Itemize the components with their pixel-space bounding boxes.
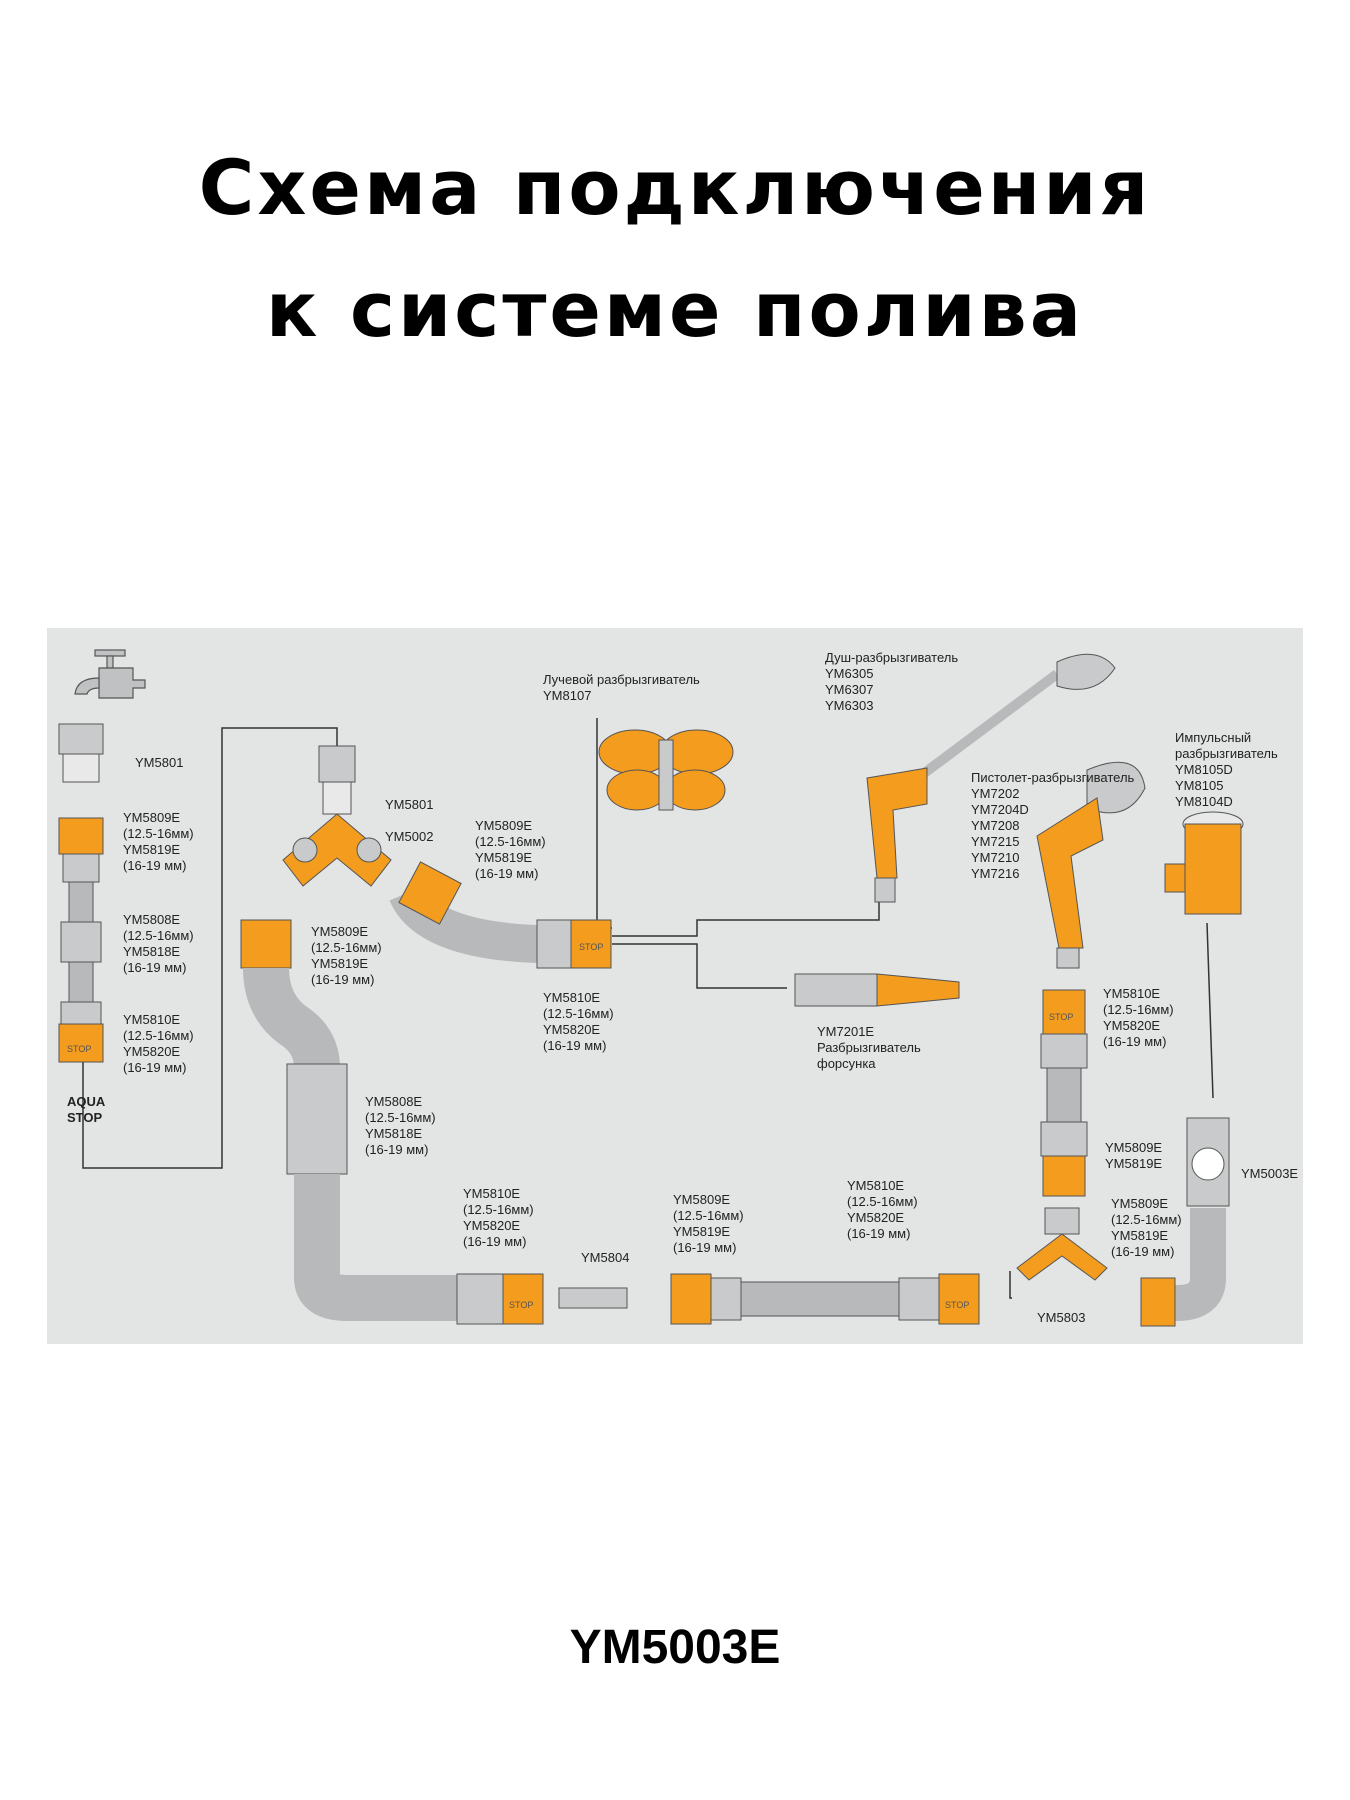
y-splitter-bottom [1016,1207,1108,1281]
diagram-labels: YM5801 YM5809E(12.5-16мм)YM5819E(16-19 м… [67,650,1298,1325]
right-column-assembly [1040,989,1088,1197]
label-ym5810e-left: YM5810E(12.5-16мм)YM5820E(16-19 мм) [123,1012,194,1075]
upper-elbow-pipe [389,861,612,969]
label-ym5810e-bottom-left: YM5810E(12.5-16мм)YM5820E(16-19 мм) [463,1186,534,1249]
label-ym5810e-bottom-right: YM5810E(12.5-16мм)YM5820E(16-19 мм) [847,1178,918,1241]
product-code: YM5003E [569,1621,781,1674]
timer-assembly [1140,1117,1230,1327]
title-line-1: Схема подключения [198,143,1152,232]
label-ym5809e-splitter: YM5809E(12.5-16мм)YM5819E(16-19 мм) [475,818,546,881]
label-ym5808e-left: YM5808E(12.5-16мм)YM5818E(16-19 мм) [123,912,194,975]
label-ym5801-center: YM5801 [385,797,433,812]
nozzle-sprayer-icon [794,973,960,1007]
impulse-sprinkler-icon [1164,811,1244,915]
label-ym5809e-bottom: YM5809E(12.5-16мм)YM5819E(16-19 мм) [673,1192,744,1255]
irrigation-connection-diagram: YM5801 YM5809E(12.5-16мм)YM5819E(16-19 м… [47,628,1303,1344]
label-ym5810e-upper: YM5810E(12.5-16мм)YM5820E(16-19 мм) [543,990,614,1053]
label-ym5002: YM5002 [385,829,433,844]
label-ym5804: YM5804 [581,1250,629,1265]
label-ym5808e-main: YM5808E(12.5-16мм)YM5818E(16-19 мм) [365,1094,436,1157]
faucet-icon [74,649,146,699]
title-line-2: к системе полива [265,265,1085,354]
label-ym5003e: YM5003E [1241,1166,1298,1181]
pistol-sprayer-icon [1036,761,1146,969]
main-left-pipe [240,919,544,1325]
label-ym5803: YM5803 [1037,1310,1085,1325]
label-ym5809e-left: YM5809E(12.5-16мм)YM5819E(16-19 мм) [123,810,194,873]
stop-marker-bottom: STOP [509,1300,533,1310]
left-column-assembly [58,723,104,1063]
shower-sprayer-icon [866,653,1116,903]
stop-marker-right: STOP [1049,1012,1073,1022]
stop-marker-left: STOP [67,1044,91,1054]
butterfly-sprinkler-icon [598,729,734,811]
y-splitter-top [282,745,392,887]
label-ym5801-left: YM5801 [135,755,183,770]
label-ym5810e-right: YM5810E(12.5-16мм)YM5820E(16-19 мм) [1103,986,1174,1049]
label-ym5809e-main: YM5809E(12.5-16мм)YM5819E(16-19 мм) [311,924,382,987]
label-ym5809e-far-right: YM5809E(12.5-16мм)YM5819E(16-19 мм) [1111,1196,1182,1259]
stop-marker-upper: STOP [579,942,603,952]
stop-marker-bottom-right: STOP [945,1300,969,1310]
bottom-connector-chain [558,1273,980,1325]
